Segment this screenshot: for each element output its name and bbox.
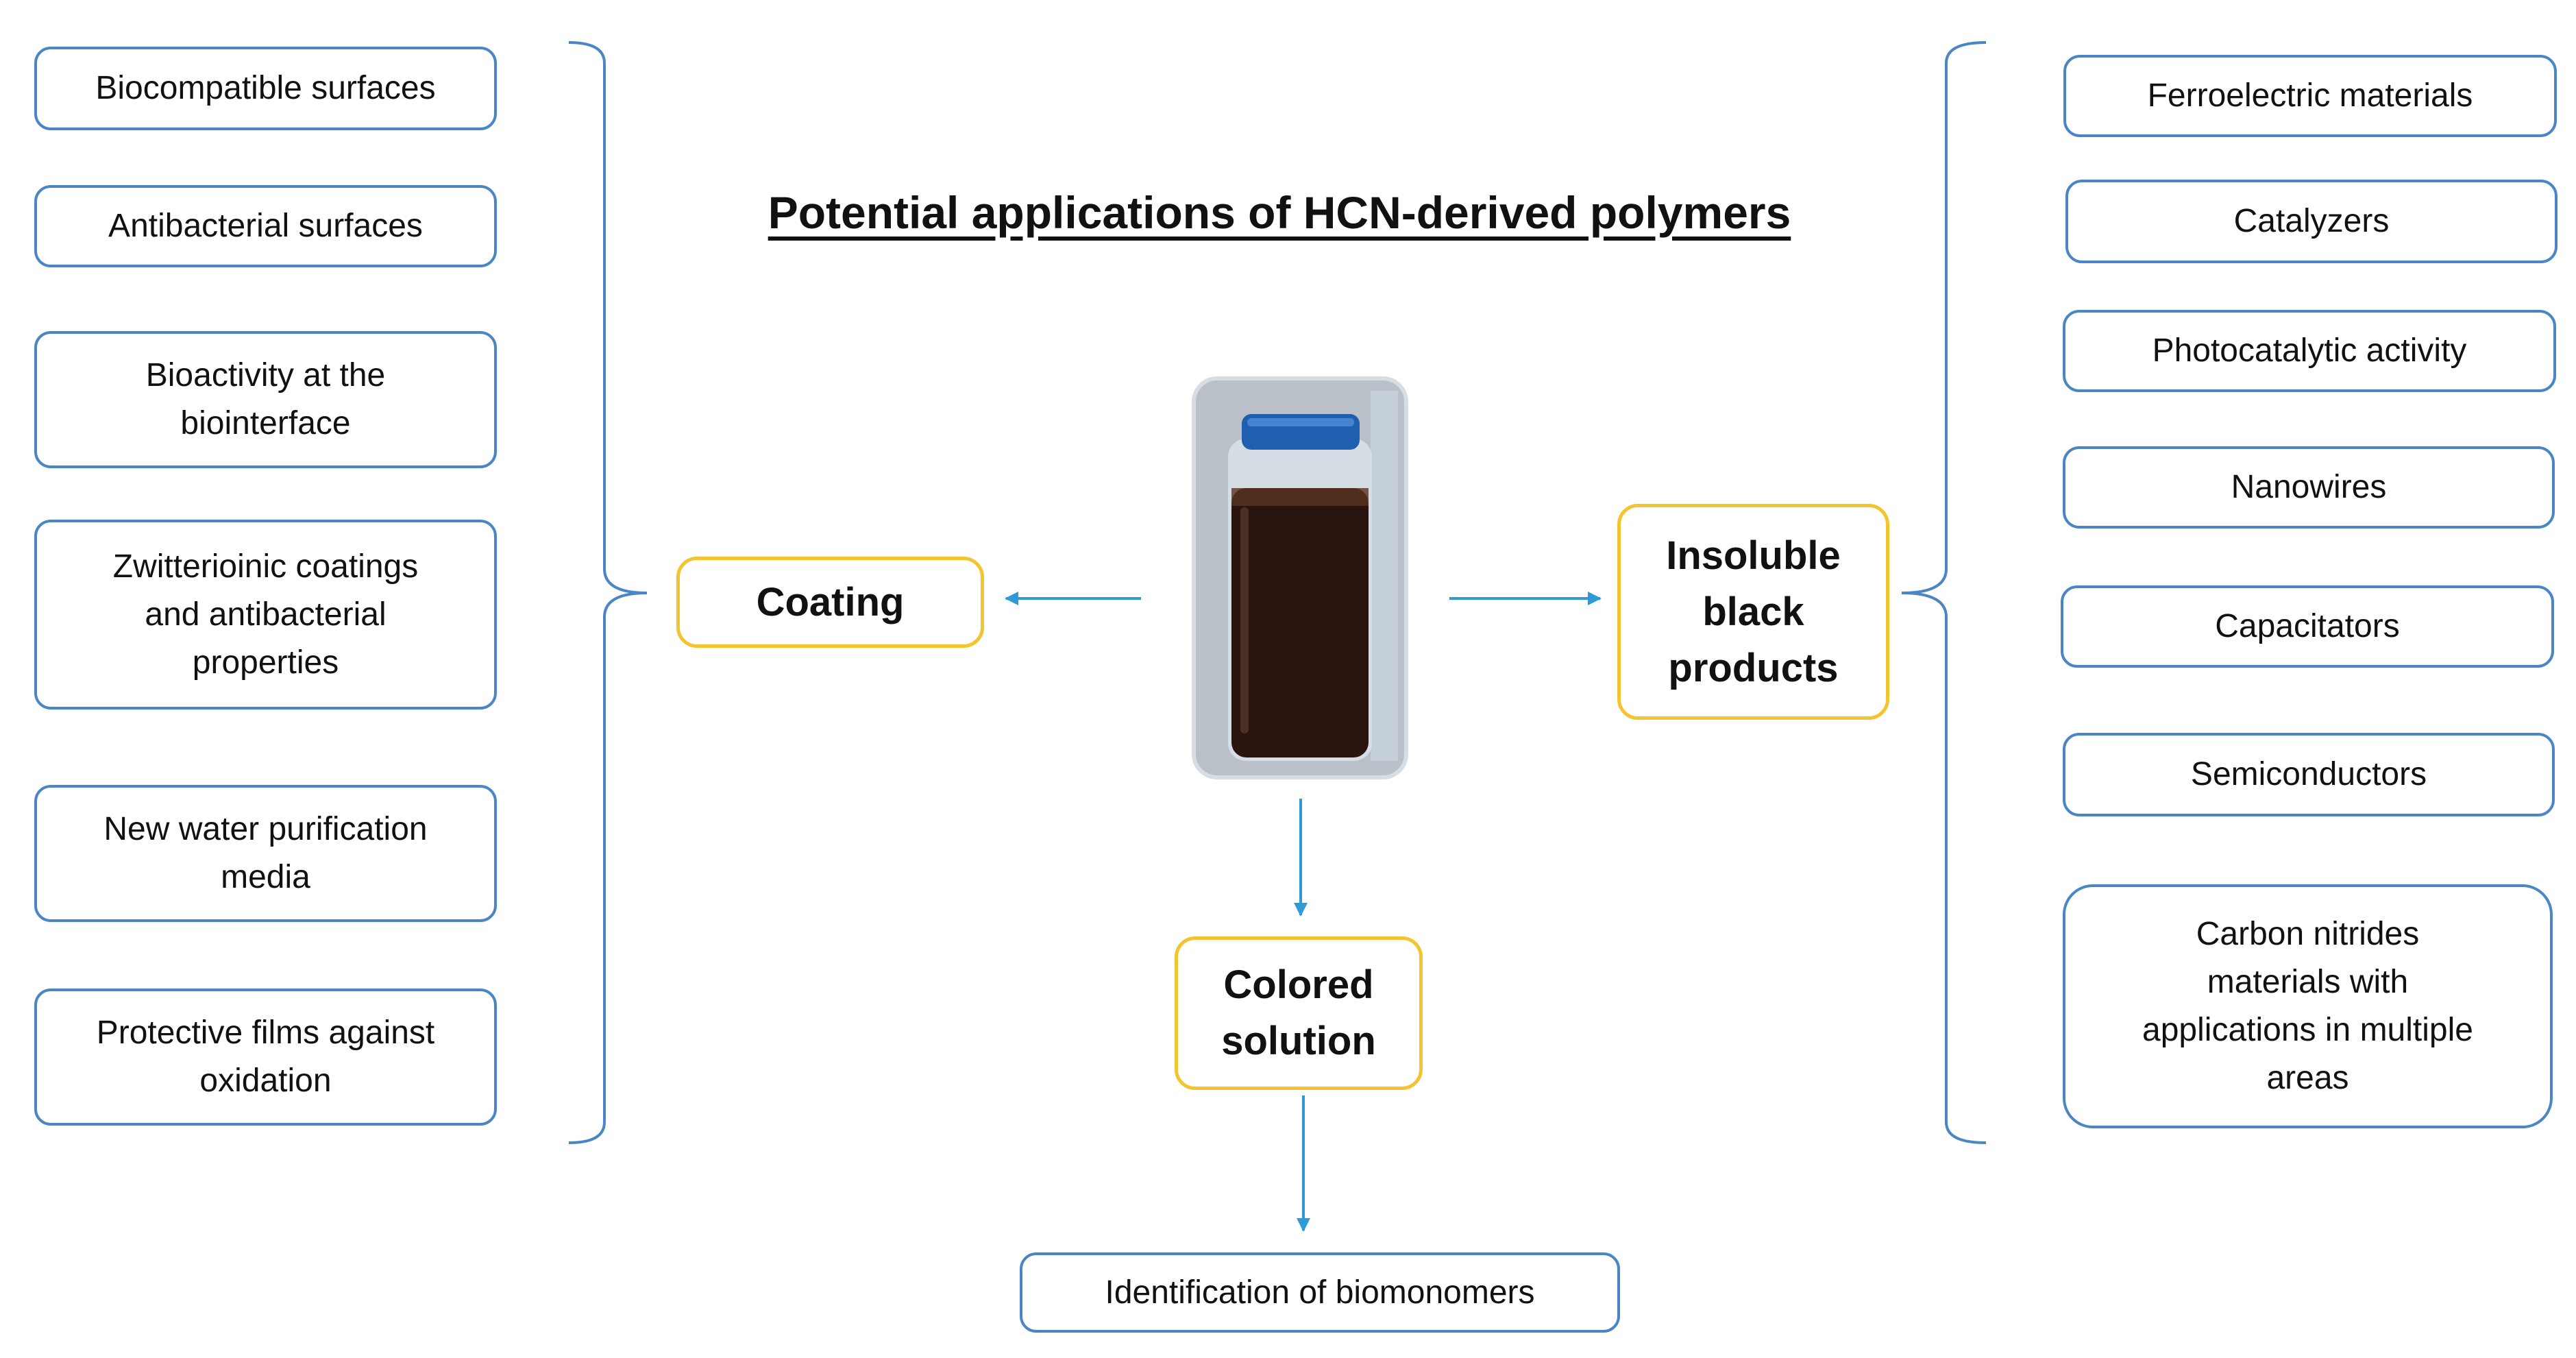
insoluble-app-photocatalytic: Photocatalytic activity xyxy=(2063,310,2556,392)
coating-app-protective-films: Protective films against oxidation xyxy=(34,989,497,1126)
coating-app-antibacterial: Antibacterial surfaces xyxy=(34,185,497,267)
insoluble-app-ferroelectric: Ferroelectric materials xyxy=(2063,55,2557,137)
diagram-title: Potential applications of HCN-derived po… xyxy=(768,187,1791,238)
coating-app-biocompatible: Biocompatible surfaces xyxy=(34,47,497,130)
vial-image xyxy=(1192,376,1408,779)
right-brace xyxy=(1901,41,1987,1144)
coating-app-zwitterionic: Zwitterioinic coatings and antibacterial… xyxy=(34,520,497,710)
category-colored-solution: Colored solution xyxy=(1175,936,1423,1090)
category-insoluble-black-products: Insoluble black products xyxy=(1617,504,1889,720)
coating-app-water-purification: New water purification media xyxy=(34,785,497,922)
insoluble-app-catalyzers: Catalyzers xyxy=(2065,180,2557,263)
insoluble-app-carbon-nitrides: Carbon nitrides materials with applicati… xyxy=(2063,884,2553,1128)
coating-app-bioactivity: Bioactivity at the biointerface xyxy=(34,331,497,468)
insoluble-app-nanowires: Nanowires xyxy=(2063,446,2555,529)
left-brace xyxy=(568,41,648,1144)
category-coating: Coating xyxy=(676,557,984,648)
insoluble-app-capacitators: Capacitators xyxy=(2061,585,2554,668)
colored-app-biomonomers: Identification of biomonomers xyxy=(1020,1252,1620,1333)
insoluble-app-semiconductors: Semiconductors xyxy=(2063,733,2555,816)
